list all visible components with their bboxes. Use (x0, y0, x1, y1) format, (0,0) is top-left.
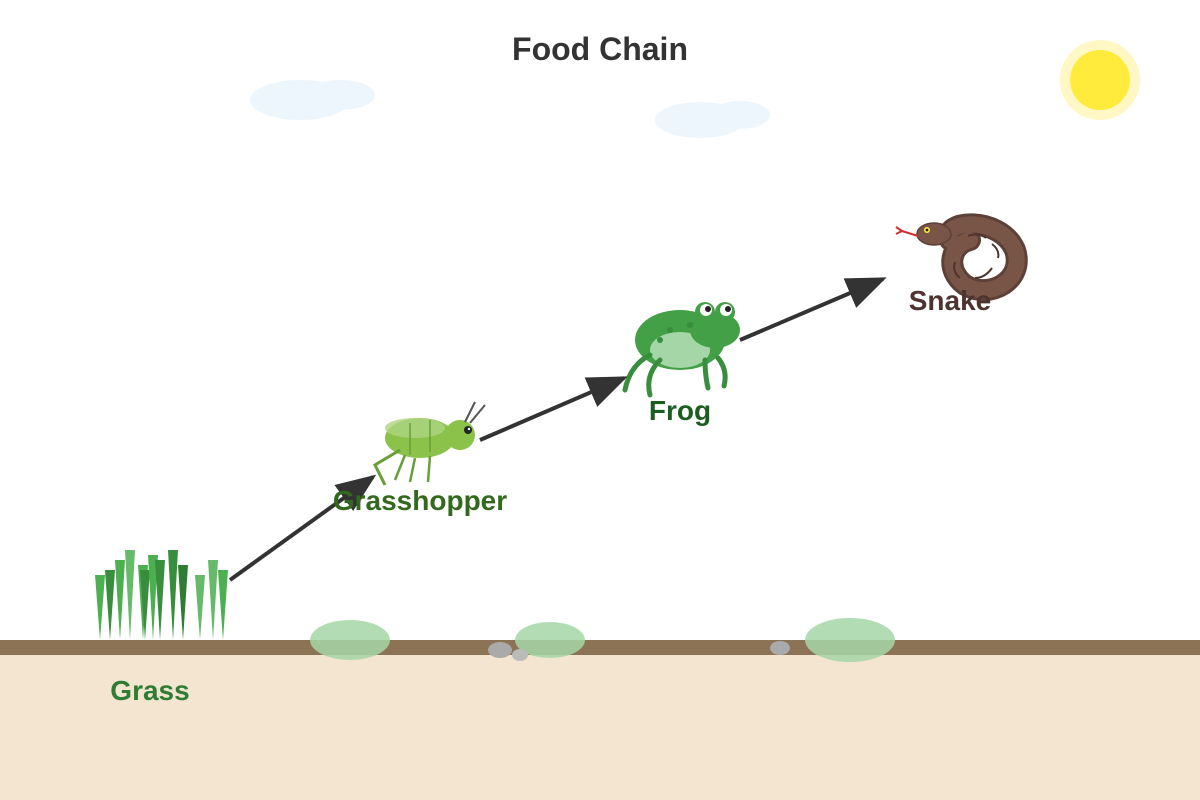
pebble (512, 649, 528, 661)
grass-illustration (95, 550, 228, 640)
bush (805, 618, 895, 662)
snake-illustration (895, 213, 1028, 301)
arrow-grass-to-grasshopper (228, 474, 377, 582)
sun-disc (1070, 50, 1130, 110)
bush (310, 620, 390, 660)
arrow-grasshopper-to-frog (479, 376, 628, 442)
soil (0, 650, 1200, 800)
pebble (770, 641, 790, 655)
arrow-frog-to-snake (739, 277, 887, 342)
label-snake: Snake (909, 285, 992, 316)
bush (515, 622, 585, 658)
cloud-left (250, 80, 375, 120)
pebble (488, 642, 512, 658)
ground-strip (0, 640, 1200, 655)
grasshopper-illustration (373, 401, 486, 486)
label-grass: Grass (110, 675, 189, 706)
sun (1060, 40, 1140, 120)
diagram-title: Food Chain (512, 31, 688, 67)
frog-illustration (622, 302, 740, 398)
cloud-right (655, 101, 770, 138)
label-frog: Frog (649, 395, 711, 426)
label-grasshopper: Grasshopper (333, 485, 507, 516)
arrows (228, 277, 887, 582)
